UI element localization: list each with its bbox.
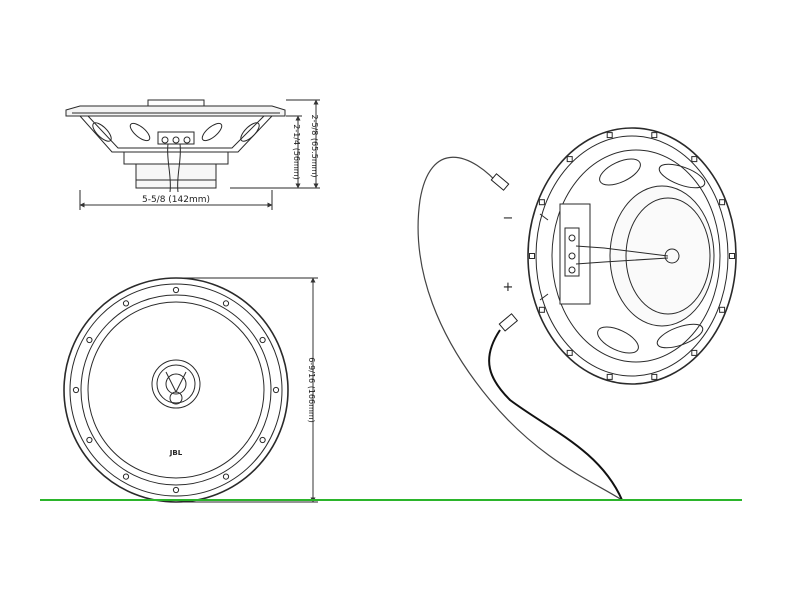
rear-mount-holes: [529, 132, 735, 380]
side-back-plate: [123, 151, 229, 165]
front-mount-hole: [86, 336, 93, 344]
front-mount-hole: [72, 386, 80, 394]
side-depth-inner-label: 2-1/4 (56mm): [292, 124, 301, 179]
side-width-label: 5-5/8 (142mm): [142, 195, 210, 205]
wiring: [417, 156, 623, 501]
rear-window-top-right: [658, 163, 706, 189]
side-window-2: [129, 122, 151, 142]
rear-window-bottom-right: [656, 323, 704, 349]
rear-magnet-outer: [609, 185, 715, 327]
side-view: [65, 99, 320, 210]
side-terminal-a: [161, 136, 169, 144]
rear-mount-hole: [691, 156, 698, 163]
front-mount-hole: [222, 473, 230, 480]
rear-lead-wire-1: [575, 245, 669, 257]
positive-label: +: [503, 280, 514, 295]
front-dome-outer: [151, 359, 201, 409]
rear-terminal-block: [564, 227, 580, 277]
front-mount-hole: [272, 386, 280, 394]
front-mount-hole: [259, 436, 266, 444]
positive-wire: [488, 329, 623, 501]
rear-mount-hole: [566, 156, 573, 163]
rear-view: [527, 127, 737, 385]
front-outer-ring: [63, 277, 289, 503]
rear-mount-hole: [691, 349, 698, 356]
rear-mount-hole: [729, 253, 735, 259]
rear-flange-inner: [535, 135, 729, 377]
front-mount-hole: [172, 486, 180, 494]
rear-terminal-pos: [568, 266, 576, 274]
side-basket-inner: [87, 115, 265, 149]
front-flange-ring: [69, 283, 283, 497]
front-tweeter-bridge: [165, 371, 187, 394]
front-grille-ring: [80, 294, 272, 486]
negative-wire: [417, 156, 623, 501]
front-tweeter-post: [169, 391, 183, 405]
front-mount-holes: [72, 286, 280, 494]
rear-mount-hole: [651, 132, 658, 139]
rear-mount-hole: [719, 199, 726, 206]
side-magnet: [135, 163, 217, 189]
side-mount-flange: [65, 105, 286, 117]
positive-connector: [498, 313, 519, 332]
rear-mount-hole: [529, 253, 535, 259]
front-mount-hole: [122, 473, 130, 480]
rear-mount-hole: [566, 349, 573, 356]
front-mount-hole: [259, 336, 266, 344]
side-terminal-b: [172, 136, 180, 144]
rear-terminal-center: [568, 252, 576, 260]
rear-mount-hole: [651, 373, 658, 380]
front-diameter-label: 6-9/16 (166mm): [307, 357, 316, 423]
rear-mount-hole: [606, 373, 613, 380]
rear-outer-ring: [527, 127, 737, 385]
side-window-3: [201, 122, 223, 142]
side-depth-outer-label: 2-5/8 (65.5mm): [310, 114, 319, 177]
side-terminal-c: [183, 136, 191, 144]
rear-magnet-inner: [625, 197, 711, 315]
rear-mount-hole: [719, 306, 726, 313]
front-dome-inner: [156, 364, 196, 404]
negative-connector: [490, 173, 510, 191]
rear-mount-hole: [538, 199, 545, 206]
rear-mount-hole: [606, 132, 613, 139]
side-wire-2: [177, 143, 181, 193]
side-terminal-block: [157, 131, 195, 145]
side-wire-1: [167, 143, 171, 193]
rear-basket-rim: [551, 149, 721, 363]
side-window-1: [92, 122, 112, 142]
rear-hook-neg: [539, 213, 549, 221]
front-tweeter: [165, 373, 187, 395]
front-mount-hole: [122, 300, 130, 307]
side-window-4: [240, 122, 260, 142]
rear-mount-hole: [538, 306, 545, 313]
rear-window-top-left: [599, 158, 641, 186]
front-mount-hole: [172, 286, 180, 294]
front-mount-hole: [86, 436, 93, 444]
rear-hook-pos: [539, 293, 549, 301]
rear-window-bottom-left: [597, 326, 639, 354]
rear-terminal-neg: [568, 234, 576, 242]
rear-lead-wire-2: [575, 257, 669, 265]
front-mount-hole: [222, 300, 230, 307]
negative-label: −: [503, 211, 514, 226]
front-view: [63, 277, 318, 503]
front-logo: JBL: [169, 449, 183, 457]
side-top-cap: [147, 99, 205, 107]
front-surround: [87, 301, 265, 479]
